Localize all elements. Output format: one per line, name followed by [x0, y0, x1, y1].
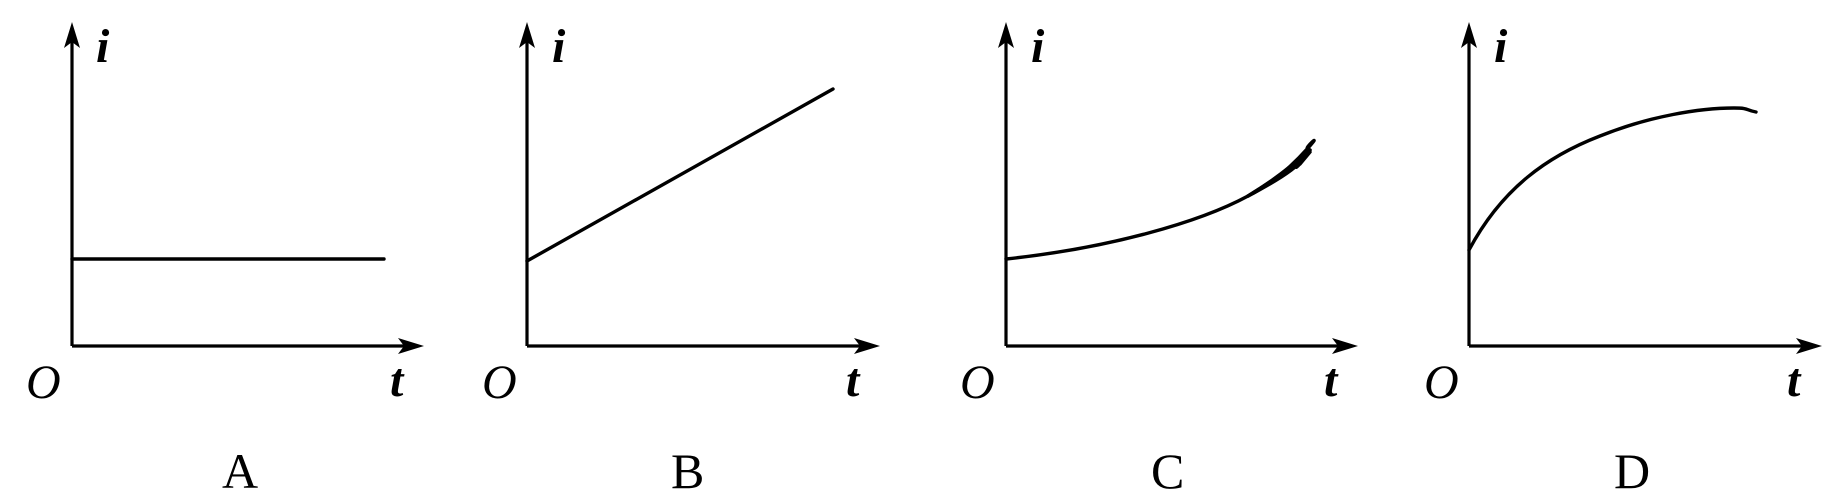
panel-d-y-axis-label: i [1494, 20, 1508, 73]
panel-c-y-axis-label: i [1031, 20, 1045, 73]
panel-d-curve [1467, 106, 1758, 252]
panel-a-y-axis-label: i [96, 20, 110, 73]
panel-a-y-axis-arrow [64, 22, 80, 48]
panel-c-curve-upper [1246, 148, 1312, 198]
panel-d-x-axis-arrow [1796, 338, 1822, 354]
panel-a: i t O A [26, 20, 424, 499]
panel-d-origin-label: O [1424, 356, 1459, 409]
panel-b-y-axis-arrow [519, 22, 535, 48]
panel-d-label: D [1614, 443, 1650, 499]
panel-b-y-axis-label: i [552, 20, 566, 73]
panel-d: i t O D [1424, 20, 1822, 499]
panel-d-x-axis-label: t [1787, 354, 1802, 407]
panel-a-label: A [222, 443, 258, 499]
panel-d-y-axis-arrow [1461, 22, 1477, 48]
panel-c-curve [1004, 150, 1312, 261]
panel-b-curve [525, 87, 835, 263]
panel-b-origin-label: O [482, 356, 517, 409]
panel-a-x-axis-arrow [398, 338, 424, 354]
panel-a-origin-label: O [26, 356, 61, 409]
panel-c-label: C [1151, 443, 1184, 499]
panel-b-label: B [671, 443, 704, 499]
panel-b: i t O B [482, 20, 880, 499]
panel-c-x-axis-arrow [1332, 338, 1358, 354]
panel-c-curve-end [1246, 138, 1316, 198]
panel-a-x-axis-label: t [390, 354, 405, 407]
panel-c-y-axis-arrow [998, 22, 1014, 48]
panel-c-origin-label: O [960, 356, 995, 409]
panel-b-x-axis-arrow [854, 338, 880, 354]
panel-c: i t O C [960, 20, 1358, 499]
panel-c-x-axis-label: t [1324, 354, 1339, 407]
panel-b-x-axis-label: t [846, 354, 861, 407]
